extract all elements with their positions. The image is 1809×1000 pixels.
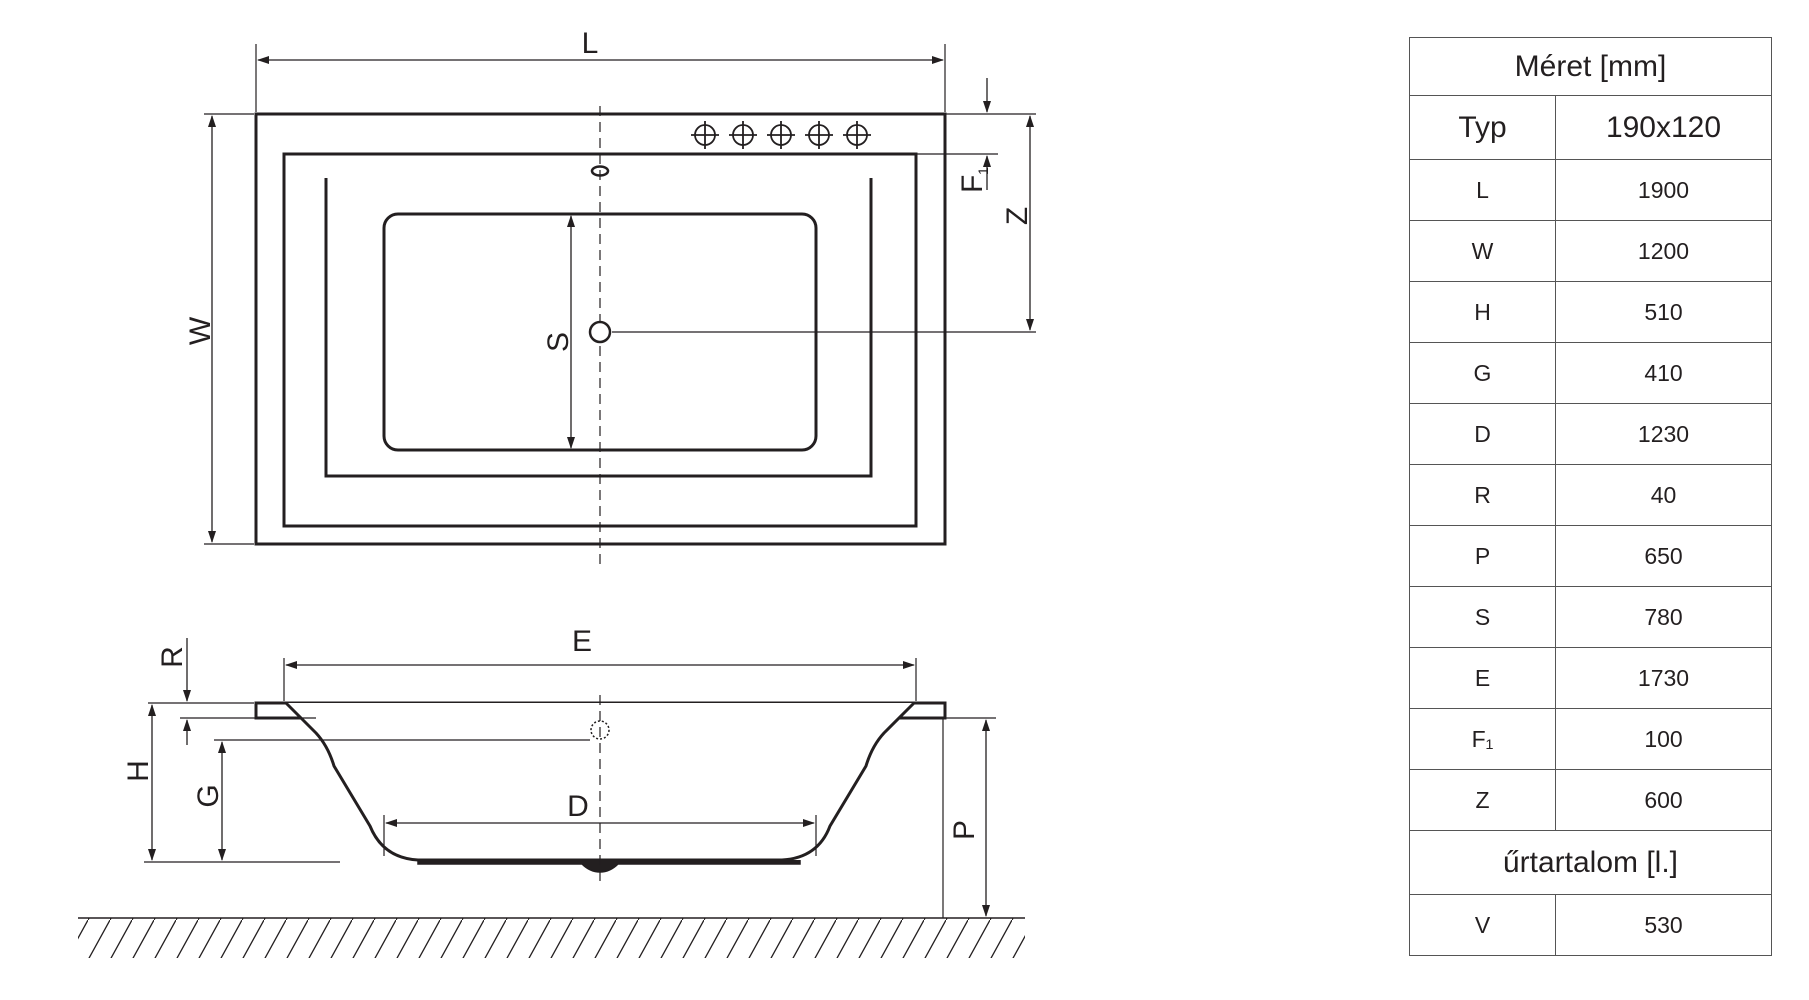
row-key: S — [1409, 586, 1556, 648]
table-row: R 40 — [1409, 464, 1772, 526]
label-s: S — [542, 332, 575, 352]
top-view: L W S F 1 Z — [184, 27, 1036, 564]
label-g: G — [192, 784, 225, 807]
row-value: 1900 — [1555, 159, 1772, 221]
row-key: F₁ — [1409, 708, 1556, 770]
faucet-hole-icon — [843, 121, 871, 149]
table-row: W 1200 — [1409, 220, 1772, 282]
table-row: S 780 — [1409, 586, 1772, 648]
dimension-spec-table: Méret [mm] Typ 190x120 L 1900 W 1200 H 5… — [1409, 37, 1772, 956]
faucet-hole-icon — [691, 121, 719, 149]
row-value: 1230 — [1555, 403, 1772, 465]
table-row: D 1230 — [1409, 403, 1772, 465]
label-f1-letter: F — [956, 175, 989, 193]
faucet-hole-icon — [767, 121, 795, 149]
tub-basin-edge — [324, 178, 873, 478]
faucet-hole-icon — [729, 121, 757, 149]
overflow-oval — [590, 165, 610, 177]
label-h: H — [122, 760, 155, 782]
row-value: 410 — [1555, 342, 1772, 404]
label-e: E — [572, 625, 592, 658]
label-d: D — [567, 790, 589, 823]
type-value: 190x120 — [1555, 95, 1772, 160]
row-key: G — [1409, 342, 1556, 404]
faucet-hole-icon — [805, 121, 833, 149]
table-row: G 410 — [1409, 342, 1772, 404]
table-row: V 530 — [1409, 894, 1772, 956]
row-key: L — [1409, 159, 1556, 221]
row-value: 600 — [1555, 769, 1772, 831]
faucet-holes — [691, 121, 871, 149]
table-row: H 510 — [1409, 281, 1772, 343]
row-key: D — [1409, 403, 1556, 465]
row-key: H — [1409, 281, 1556, 343]
volume-header: űrtartalom [l.] — [1409, 830, 1772, 895]
table-row: E 1730 — [1409, 647, 1772, 709]
label-z: Z — [1001, 207, 1034, 225]
label-f1-subscript: 1 — [975, 167, 991, 175]
row-value: 780 — [1555, 586, 1772, 648]
side-view: E R H G D P — [78, 625, 1025, 958]
tub-base — [417, 860, 801, 873]
table-row: L 1900 — [1409, 159, 1772, 221]
table-row: Z 600 — [1409, 769, 1772, 831]
row-key: Z — [1409, 769, 1556, 831]
row-key: E — [1409, 647, 1556, 709]
volume-value: 530 — [1555, 894, 1772, 956]
label-r: R — [156, 646, 189, 668]
drain-circle — [588, 320, 612, 344]
label-p: P — [948, 820, 981, 840]
row-value: 100 — [1555, 708, 1772, 770]
row-value: 650 — [1555, 525, 1772, 587]
row-value: 510 — [1555, 281, 1772, 343]
volume-label: V — [1409, 894, 1556, 956]
label-f1: F 1 — [956, 167, 991, 193]
row-value: 1730 — [1555, 647, 1772, 709]
type-label: Typ — [1409, 95, 1556, 160]
row-value: 1200 — [1555, 220, 1772, 282]
overflow-dotted-circle — [590, 720, 610, 740]
spec-table-header: Méret [mm] — [1409, 37, 1772, 96]
row-key: P — [1409, 525, 1556, 587]
row-key: W — [1409, 220, 1556, 282]
row-value: 40 — [1555, 464, 1772, 526]
table-row: F₁ 100 — [1409, 708, 1772, 770]
label-w: W — [184, 316, 217, 345]
table-row: P 650 — [1409, 525, 1772, 587]
row-key: R — [1409, 464, 1556, 526]
label-l: L — [582, 27, 599, 60]
floor-hatching — [78, 918, 1025, 958]
